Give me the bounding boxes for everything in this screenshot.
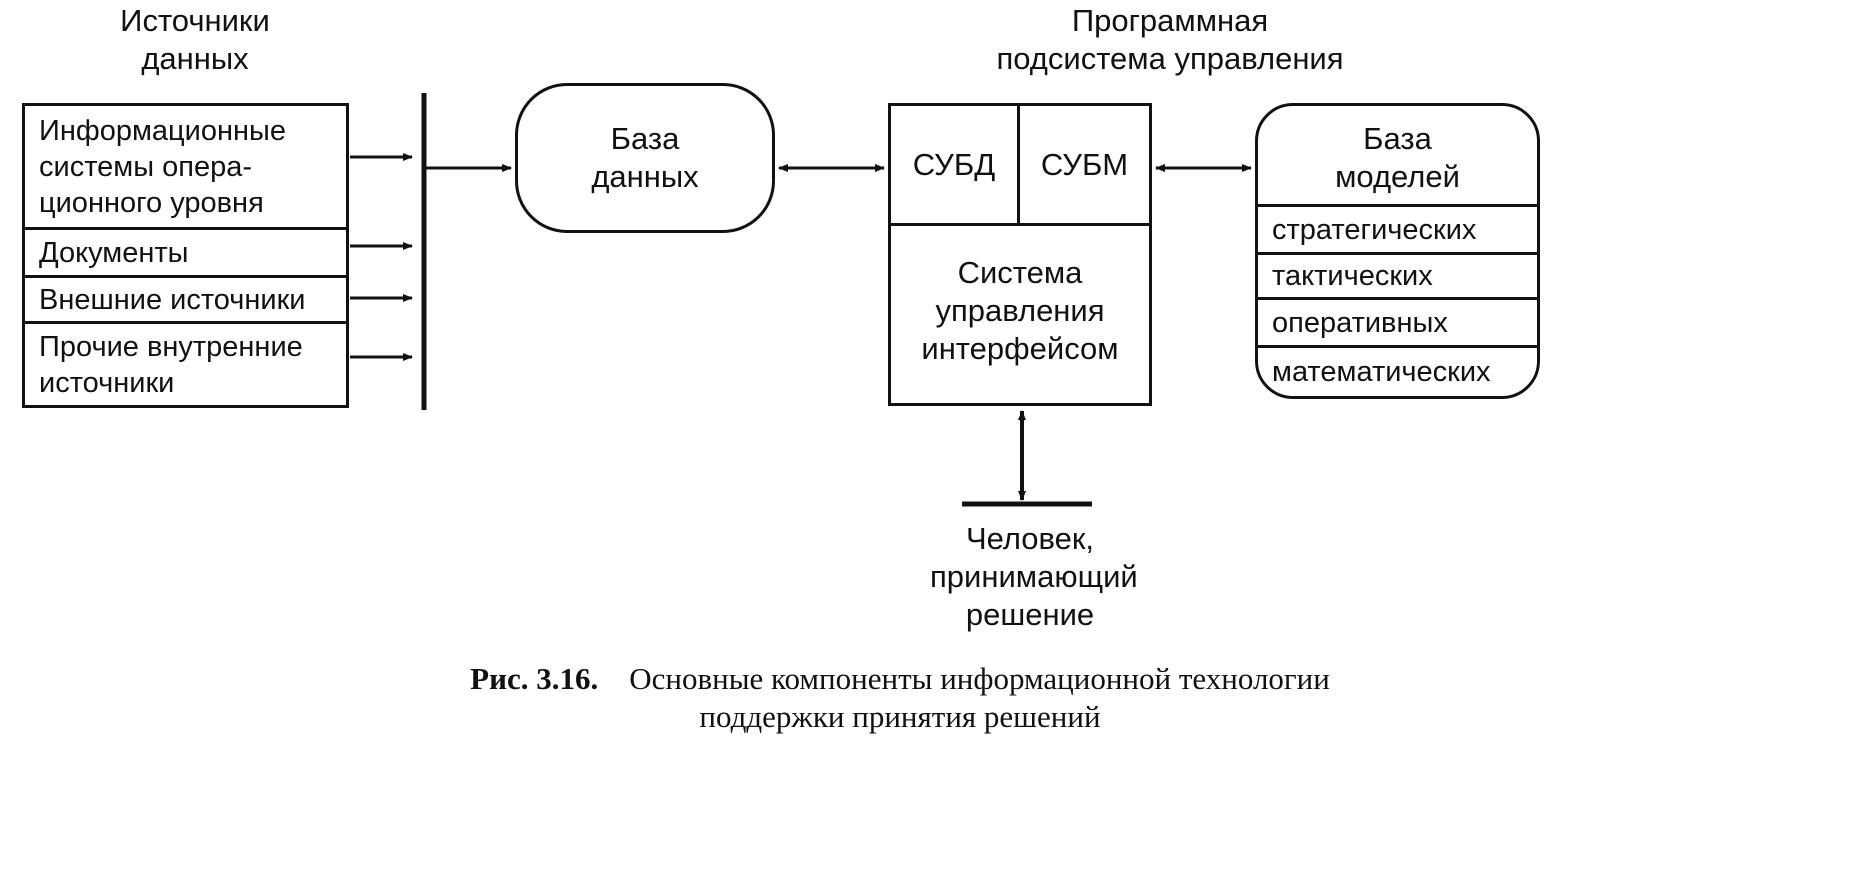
sources-header: Источники данных [120, 3, 270, 76]
model-item: оперативных [1258, 300, 1537, 348]
database-node: База данных [515, 83, 775, 233]
sources-list: Информационные системы опера- ционного у… [22, 103, 349, 408]
figure-caption: Рис. 3.16. Основные компоненты информаци… [250, 660, 1550, 736]
model-item: стратегических [1258, 207, 1537, 255]
model-item: математических [1272, 356, 1491, 388]
source-item: Прочие внутренние источники [39, 330, 303, 399]
subsystem-header: Программная подсистема управления [996, 3, 1344, 76]
caption-text-1: Основные компоненты информационной техно… [629, 661, 1330, 696]
mbms-label: СУБМ [1040, 146, 1129, 182]
human-label: Человек, принимающий решение [930, 521, 1138, 632]
dbms-label: СУБД [912, 146, 996, 182]
model-base-node: База моделей стратегических тактических … [1255, 103, 1540, 399]
subsystem-node: СУБД СУБМ Система управления интерфейсом [888, 103, 1152, 406]
source-item: Документы [25, 230, 346, 278]
caption-line-2: поддержки принятия решений [699, 699, 1101, 734]
database-label: База данных [591, 121, 699, 194]
source-item: Информационные системы опера- ционного у… [25, 106, 346, 230]
caption-label: Рис. 3.16. [470, 661, 599, 696]
mbms-cell: СУБМ [1020, 106, 1149, 226]
source-item: Внешние источники [25, 278, 346, 324]
model-base-title: База моделей [1258, 106, 1537, 207]
dbms-cell: СУБД [891, 106, 1020, 226]
interface-label: Система управления интерфейсом [921, 255, 1119, 366]
caption-line-1: Рис. 3.16. Основные компоненты информаци… [250, 660, 1550, 698]
model-item: тактических [1258, 255, 1537, 300]
